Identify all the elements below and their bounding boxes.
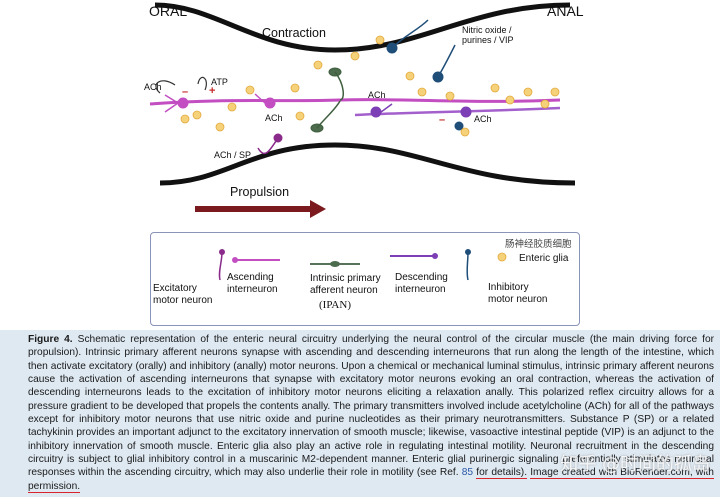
caption-reference-link[interactable]: 85 <box>461 467 474 479</box>
contraction-label: Contraction <box>262 26 326 40</box>
inhibitory-motor-neuron-right <box>432 44 456 83</box>
enteric-glia-cells <box>180 35 560 137</box>
propulsion-label: Propulsion <box>230 185 290 199</box>
legend-chinese-title: 肠神经胶质细胞 <box>505 239 572 250</box>
ascending-interneuron-mid <box>254 93 276 109</box>
ascending-interneuron-icon <box>232 257 280 263</box>
upper-gut-wall <box>154 2 571 53</box>
ach-feedback-arrow <box>155 80 176 94</box>
minus-sign-2: – <box>439 114 446 126</box>
ach-sp-label: ACh / SP <box>214 150 252 160</box>
propulsion-arrow-head <box>310 200 326 218</box>
minus-sign-1: – <box>182 86 189 98</box>
ipan-icon <box>310 261 360 267</box>
legend-glia-label: Enteric glia <box>519 253 569 264</box>
descending-interneuron-right <box>460 106 472 118</box>
lower-gut-wall <box>159 142 576 186</box>
watermark: 知乎 @时间的孤岛 <box>560 454 710 475</box>
inhibitory-motor-neuron-icon <box>465 249 471 281</box>
legend-inhibitory-label: Inhibitory motor neuron <box>488 282 548 305</box>
atp-feedback-arrow <box>197 76 207 91</box>
descending-interneuron-icon <box>390 253 438 259</box>
interneuron-axon <box>149 98 561 106</box>
ipan-neurons <box>310 67 345 133</box>
excitatory-motor-neuron-descending <box>257 133 283 155</box>
caption-figure-label: Figure 4. <box>28 334 73 345</box>
caption-body-text: Schematic representation of the enteric … <box>28 334 714 479</box>
legend-ipan-label: Intrinsic primary afferent neuron <box>310 273 381 296</box>
legend-ascending-label: Ascending interneuron <box>227 272 278 295</box>
inhibitory-motor-neuron-top <box>386 19 429 54</box>
ascending-interneuron-left <box>164 94 189 113</box>
ach-label-center1: ACh <box>265 113 283 123</box>
figure-caption: Figure 4. Schematic representation of th… <box>0 330 720 497</box>
anal-label: ANAL <box>547 3 584 19</box>
inhibitory-motor-neuron-bottom <box>454 121 464 131</box>
enteric-circuit-diagram <box>149 2 576 218</box>
ach-label-right: ACh <box>474 114 492 124</box>
enteric-glia-icon <box>497 252 507 262</box>
legend-icons <box>218 249 507 281</box>
legend-box <box>150 232 580 326</box>
legend-excitatory-label: Excitatory motor neuron <box>153 283 213 306</box>
nitric-oxide-label: Nitric oxide / purines / VIP <box>462 25 514 45</box>
oral-label: ORAL <box>149 3 188 19</box>
caption-tail-text: for details). <box>476 467 528 480</box>
legend-ipan-abbrev: (IPAN) <box>319 299 351 311</box>
legend-descending-label: Descending interneuron <box>395 272 448 295</box>
excitatory-motor-neuron-icon <box>218 249 225 281</box>
ach-label-left: ACh <box>144 82 162 92</box>
caption-credit: Image created with BioRender.com, with p… <box>28 467 714 493</box>
ach-label-center2: ACh <box>368 90 386 100</box>
descending-interneuron <box>370 103 393 118</box>
atp-label: ATP <box>211 77 228 87</box>
plus-sign-1: + <box>209 85 216 97</box>
